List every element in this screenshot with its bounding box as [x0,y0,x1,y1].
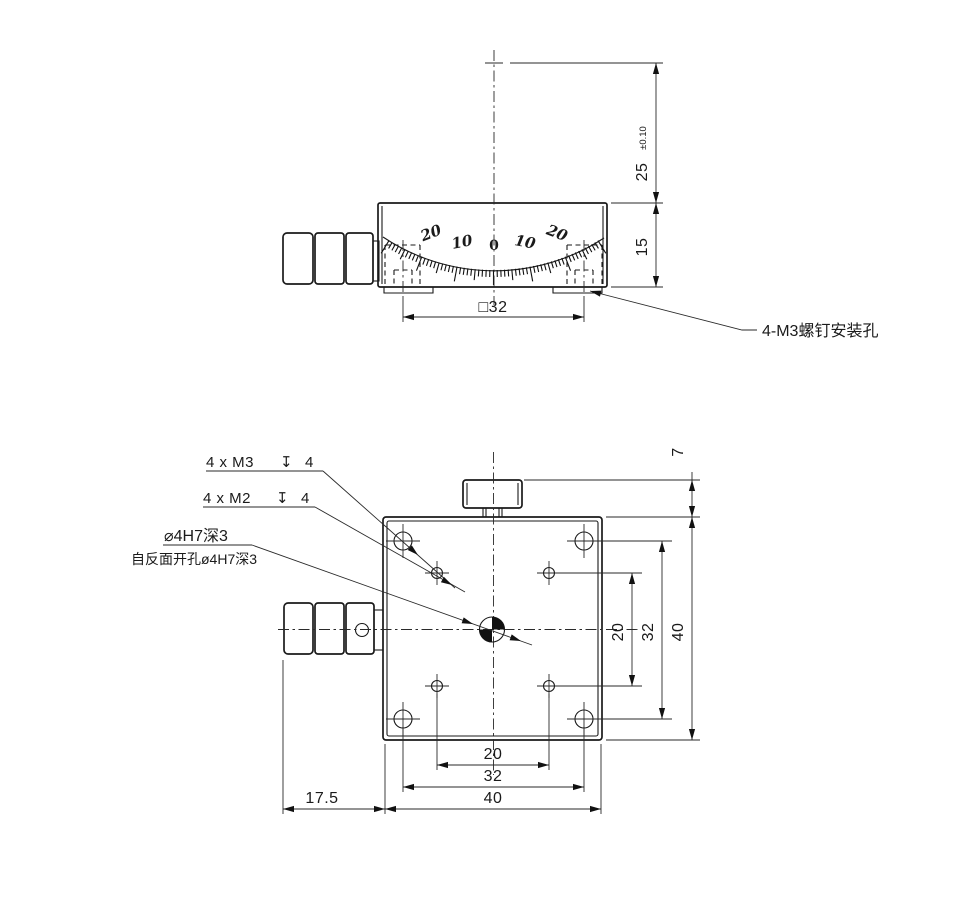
center-hole-4h7 [478,616,506,643]
stage-body-outline [377,202,608,288]
callout-m3-depth: 4 [305,454,314,471]
dim-7: 7 [670,447,687,456]
front-view: 20 10 0 10 20 [282,50,878,340]
callout-center-hole: ⌀4H7深3 [164,527,228,545]
dim-v20: 20 [610,623,627,642]
plan-right-dimensions: 7 40 32 20 [524,447,700,741]
dim-h40: 40 [484,790,503,807]
dim-15: 15 [634,238,651,257]
note-4-m3-mounting-holes: 4-M3螺钉安装孔 [762,322,878,340]
callout-m2-depth: 4 [301,490,310,507]
top-knob-plan [462,479,523,517]
right-foot [552,287,603,294]
callout-m3-label: 4 x M3 [206,454,254,471]
front-dimensions: 25 ±0.10 15 □32 [402,62,663,322]
angle-scale-ticks [380,240,607,285]
depth-symbol-m2: ↧ [276,490,289,507]
scale-label-0: 0 [489,238,499,254]
depth-symbol-m3: ↧ [280,454,293,471]
set-screw-hole [354,622,370,638]
dim-offset-17-5: 17.5 [305,790,338,807]
dim-h32: 32 [484,768,503,785]
dim-25: 25 [634,163,651,182]
plan-callouts: 4 x M3 ↧ 4 4 x M2 ↧ 4 ⌀4H7深3 自反面开孔ø4H7深3 [131,454,533,646]
adjust-knob-front [282,232,380,285]
note-reverse-side-hole: 自反面开孔ø4H7深3 [131,551,257,567]
plan-view: 4 x M3 ↧ 4 4 x M2 ↧ 4 ⌀4H7深3 自反面开孔ø4H7深3 [131,447,700,814]
mounting-note: 4-M3螺钉安装孔 [589,290,878,340]
adjust-knob-plan [283,602,384,655]
scale-label-10-left: 10 [450,231,474,253]
plan-bottom-dimensions: 20 32 40 17.5 [282,660,602,814]
scale-label-10-right: 10 [513,231,537,253]
dim-square-32: □32 [479,299,508,316]
dim-h20: 20 [484,746,503,763]
left-foot [383,287,434,294]
dim-25-tolerance: ±0.10 [638,126,649,150]
dim-v32: 32 [640,623,657,642]
dim-v40: 40 [670,623,687,642]
dimension-arrowheads [283,63,696,813]
hidden-mounting-holes [384,240,603,294]
callout-m2-label: 4 x M2 [203,490,251,507]
